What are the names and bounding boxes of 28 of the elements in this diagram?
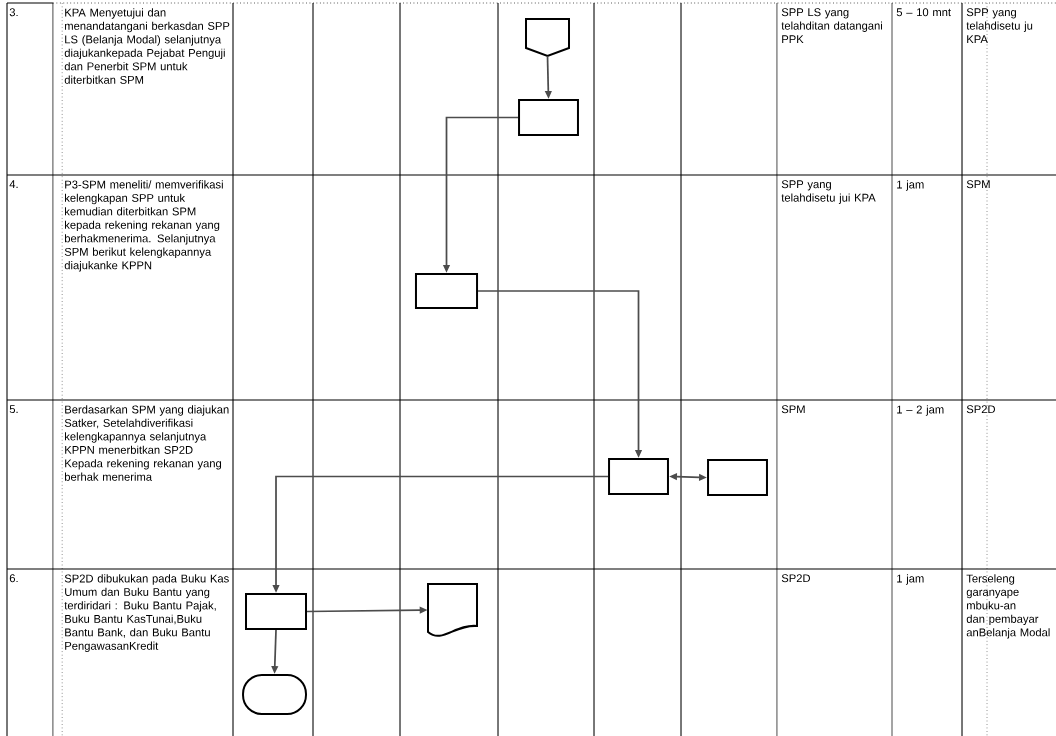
cell-text: P3-SPM meneliti/ memverifikasi kelengkapan SPP untuk kemudian diterbitkan SPM kepada rekening rekanan yang berhakmenerima. Selanjutnya SPM berikut kelengkapannya diajukanke KPPN	[64, 180, 223, 272]
row-number: 6.	[9, 574, 18, 583]
cell-text: 1 jam	[897, 574, 924, 585]
cell-text: KPA Menyetujui dan menandatangani berkasdan SPP LS (Belanja Modal) selanjutnya diajukankepada Pejabat Penguji dan Penerbit SPM untuk diterbitkan SPM	[64, 8, 230, 84]
document-shape	[427, 583, 478, 637]
cell-text: 1 jam	[897, 180, 924, 191]
cell-text: SP2D	[966, 405, 995, 414]
cell-text: Terseleng garanyape mbuku-an dan pembayar anBelanja Modal	[966, 574, 1050, 639]
off-page-connector	[525, 18, 570, 58]
row-number: 5.	[9, 405, 18, 414]
process-box	[707, 459, 768, 496]
process-box	[518, 99, 579, 136]
row-number: 4.	[9, 180, 18, 188]
process-box	[245, 593, 307, 630]
cell-text: Berdasarkan SPM yang diajukan Satker, Setelahdiverifikasi kelengkapannya selanjutnya KPPN menerbitkan SP2D Kepada rekening rekanan yang berhak menerima	[64, 405, 229, 481]
cell-text: SPP yang telahdisetu jui KPA	[781, 180, 876, 204]
process-box	[608, 458, 669, 495]
cell-text: SPP yang telahdisetu ju KPA	[966, 8, 1033, 43]
cell-text: SP2D dibukukan pada Buku Kas Umum dan Buku Bantu yang terdiridari : Buku Bantu Pajak, Buku Bantu KasTunai,Buku Bantu Bank, dan Buku Bantu PengawasanKredit	[64, 574, 229, 653]
cell-text: 5 – 10 mnt	[896, 8, 951, 17]
cell-text: SPM	[781, 405, 805, 414]
cell-text: SP2D	[781, 574, 810, 583]
terminator-shape	[242, 674, 307, 715]
cell-text: 1 – 2 jam	[897, 405, 944, 416]
cell-text: SPM	[966, 180, 990, 189]
row-number: 3.	[9, 8, 18, 17]
cell-text: SPP LS yang telahditan datangani PPK	[781, 8, 882, 43]
process-box	[414, 273, 479, 309]
